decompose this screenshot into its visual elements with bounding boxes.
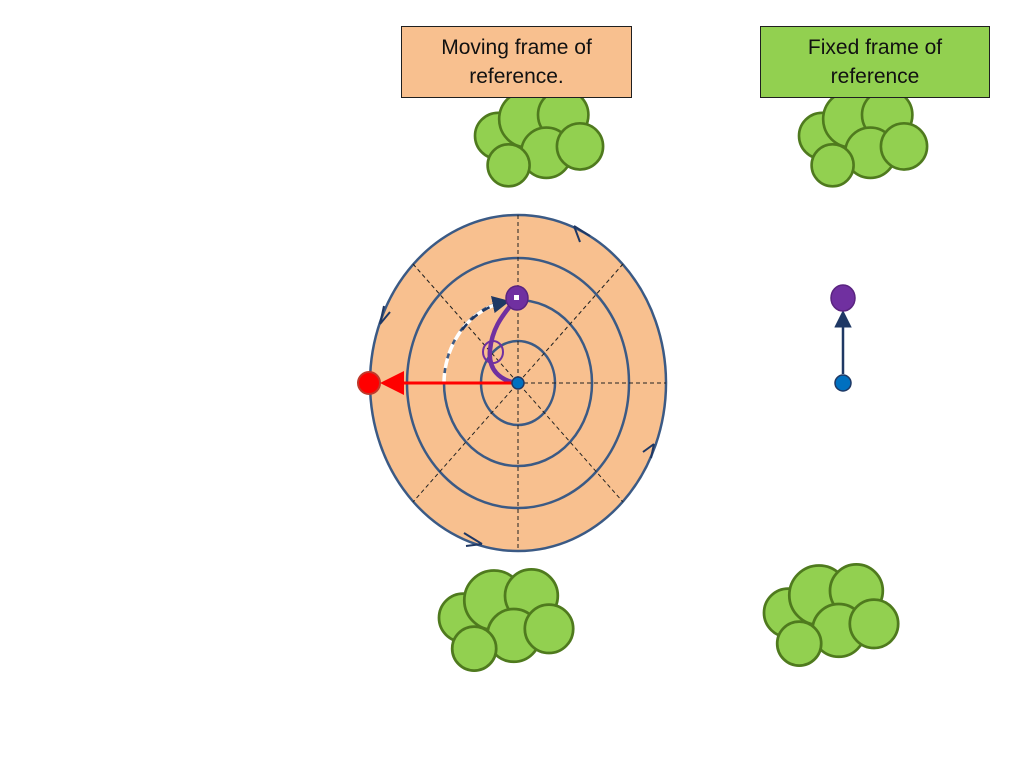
tree-top-moving <box>473 88 605 188</box>
moving-frame-label-text: Moving frame of reference. <box>441 36 592 88</box>
rotation-arrows <box>379 225 655 547</box>
fixed-frame-label: Fixed frame of reference <box>760 26 990 98</box>
moving-frame-label: Moving frame of reference. <box>401 26 632 98</box>
tree-top-fixed <box>797 88 929 188</box>
small-purple-loop <box>482 340 504 364</box>
tree-bottom-fixed <box>762 563 900 667</box>
center-dot <box>511 376 525 390</box>
fixed-frame-label-text: Fixed frame of reference <box>807 36 943 88</box>
fixed-blue-dot <box>834 374 852 392</box>
tree-bottom-moving <box>437 568 575 672</box>
red-ball <box>357 371 381 395</box>
purple-ball-fixed <box>830 284 856 312</box>
purple-trajectory <box>487 298 517 386</box>
